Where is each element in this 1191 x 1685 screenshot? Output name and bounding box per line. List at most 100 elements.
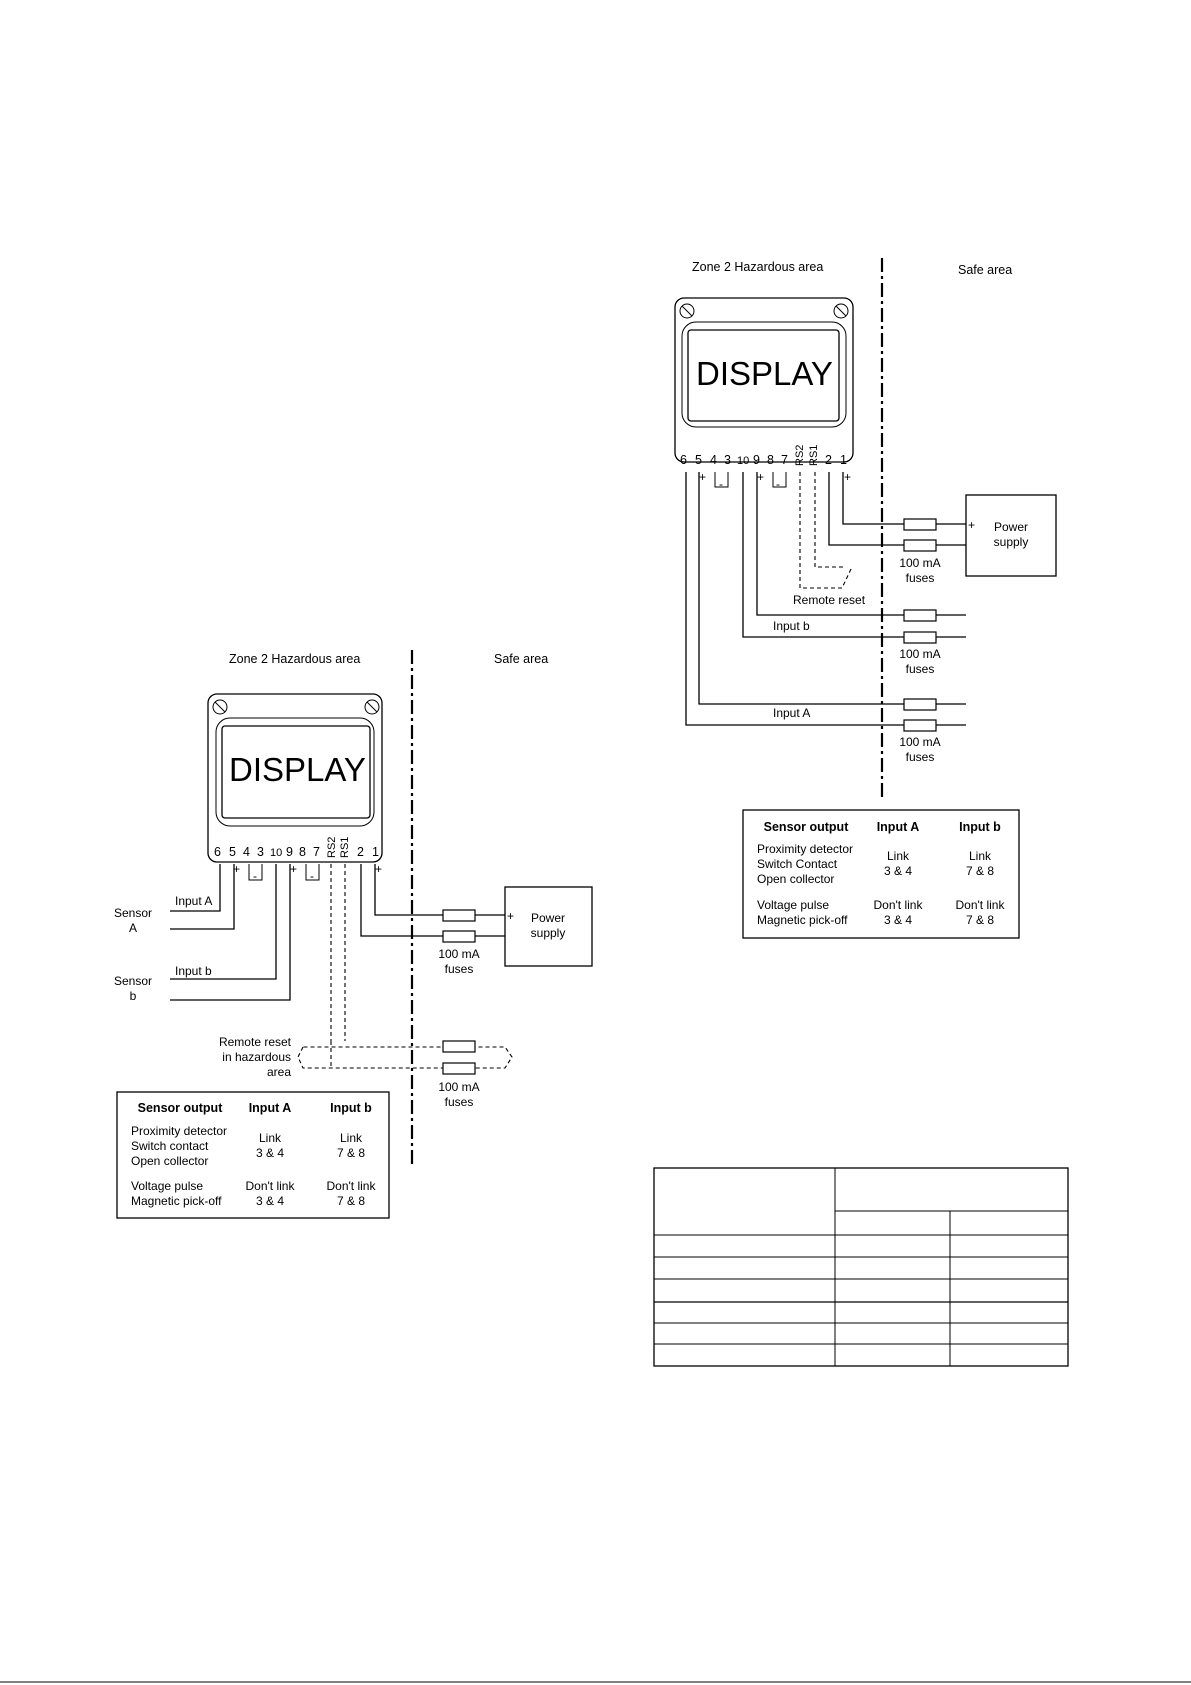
- terminal-7: 7: [313, 845, 320, 859]
- terminal-rs2: RS2: [794, 445, 806, 466]
- right-fuses-label: 100 mA: [899, 647, 940, 661]
- screw-icon: [833, 303, 849, 319]
- right-input-b-label: Input b: [773, 619, 810, 633]
- right-link-table: Sensor output Input A Input b Proximity …: [742, 809, 1020, 939]
- right-display-text: DISPLAY: [696, 355, 833, 392]
- right-zone-label: Zone 2 Hazardous area: [692, 260, 823, 274]
- left-fuses-label: fuses: [445, 962, 474, 976]
- plus-sign: +: [844, 470, 851, 484]
- terminal-9: 9: [286, 845, 293, 859]
- table-cell: 7 & 8: [966, 864, 994, 878]
- table-cell: Don't link: [956, 898, 1006, 912]
- terminal-6: 6: [214, 845, 221, 859]
- table-cell: Don't link: [874, 898, 924, 912]
- table-cell: Voltage pulse: [757, 898, 829, 912]
- left-wiring-diagram: Zone 2 Hazardous area Safe area DISPLAY …: [114, 650, 593, 1219]
- fuse-icon: [903, 518, 937, 531]
- screw-icon: [679, 303, 695, 319]
- terminal-7: 7: [781, 453, 788, 467]
- empty-table-grid: [653, 1167, 1069, 1367]
- right-power-supply-box: [965, 494, 1057, 577]
- terminal-rs2: RS2: [326, 837, 338, 858]
- left-link-table: Sensor output Input A Input b Proximity …: [116, 1091, 390, 1219]
- sensor-b-label: Sensor: [114, 974, 152, 988]
- terminal-9: 9: [753, 453, 760, 467]
- table-cell: Switch contact: [131, 1139, 209, 1153]
- terminal-5: 5: [229, 845, 236, 859]
- table-cell: Open collector: [131, 1154, 208, 1168]
- fuse-icon: [903, 698, 937, 711]
- table-header: Input A: [249, 1101, 292, 1115]
- sensor-b-label: b: [130, 989, 137, 1003]
- table-cell: 3 & 4: [256, 1194, 284, 1208]
- terminal-rs1: RS1: [339, 837, 351, 858]
- terminal-rs1: RS1: [808, 445, 820, 466]
- link-7-8: [305, 864, 320, 881]
- table-cell: 7 & 8: [337, 1194, 365, 1208]
- left-remote-reset-label: Remote reset: [219, 1035, 292, 1049]
- fuse-icon: [903, 631, 937, 644]
- plus-sign: +: [507, 909, 514, 923]
- plus-sign: +: [375, 862, 382, 876]
- right-fuses-label: fuses: [906, 662, 935, 676]
- terminal-8: 8: [767, 453, 774, 467]
- plus-sign: +: [290, 862, 297, 876]
- fuse-icon: [903, 539, 937, 552]
- table-header: Sensor output: [138, 1101, 224, 1115]
- minus-sign: -: [310, 869, 314, 883]
- fuse-icon: [442, 1040, 476, 1053]
- right-remote-reset-label: Remote reset: [793, 593, 866, 607]
- sensor-a-label: Sensor: [114, 906, 152, 920]
- left-remote-reset-label: in hazardous: [222, 1050, 291, 1064]
- fuse-icon: [442, 909, 476, 922]
- link-7-8: [772, 472, 787, 488]
- table-cell: Link: [259, 1131, 282, 1145]
- right-display-unit: DISPLAY: [674, 297, 854, 463]
- right-safe-label: Safe area: [958, 263, 1012, 277]
- terminal-8: 8: [299, 845, 306, 859]
- table-cell: 3 & 4: [884, 913, 912, 927]
- left-power-supply-box: [504, 886, 593, 967]
- right-fuses-label: fuses: [906, 750, 935, 764]
- remote-reset-loop: [297, 1046, 513, 1069]
- table-cell: 3 & 4: [884, 864, 912, 878]
- right-input-a-label: Input A: [773, 706, 810, 720]
- table-header: Input b: [959, 820, 1001, 834]
- terminal-4: 4: [243, 845, 250, 859]
- plus-sign: +: [968, 518, 975, 532]
- fuse-icon: [903, 719, 937, 732]
- table-header: Input A: [877, 820, 920, 834]
- left-fuses-label: fuses: [445, 1095, 474, 1109]
- table-cell: Voltage pulse: [131, 1179, 203, 1193]
- left-remote-reset-label: area: [267, 1065, 291, 1079]
- table-cell: Link: [969, 849, 992, 863]
- table-cell: Magnetic pick-off: [757, 913, 848, 927]
- table-cell: Don't link: [246, 1179, 296, 1193]
- plus-sign: +: [757, 470, 764, 484]
- table-cell: Switch Contact: [757, 857, 838, 871]
- right-fuses-label: fuses: [906, 571, 935, 585]
- fuse-icon: [903, 609, 937, 622]
- plus-sign: +: [699, 470, 706, 484]
- terminal-1: 1: [840, 453, 847, 467]
- left-terminal-labels: 6 5 4 3 10 9 8 7 RS2 RS1 2 1: [214, 837, 379, 859]
- table-cell: Open collector: [757, 872, 834, 886]
- link-3-4: [248, 864, 263, 881]
- minus-sign: -: [719, 477, 723, 491]
- left-zone-label: Zone 2 Hazardous area: [229, 652, 360, 666]
- left-display-unit: DISPLAY: [207, 693, 383, 863]
- table-cell: Magnetic pick-off: [131, 1194, 222, 1208]
- right-fuses-label: 100 mA: [899, 556, 940, 570]
- table-cell: Don't link: [327, 1179, 377, 1193]
- screw-icon: [212, 699, 228, 715]
- right-power-supply-label: supply: [994, 535, 1029, 549]
- sensor-a-label: A: [129, 921, 137, 935]
- terminal-3: 3: [257, 845, 264, 859]
- left-power-supply-label: supply: [531, 926, 566, 940]
- screw-icon: [364, 699, 380, 715]
- table-cell: Proximity detector: [757, 842, 853, 856]
- table-header: Sensor output: [764, 820, 850, 834]
- left-display-text: DISPLAY: [229, 751, 366, 788]
- table-cell: 3 & 4: [256, 1146, 284, 1160]
